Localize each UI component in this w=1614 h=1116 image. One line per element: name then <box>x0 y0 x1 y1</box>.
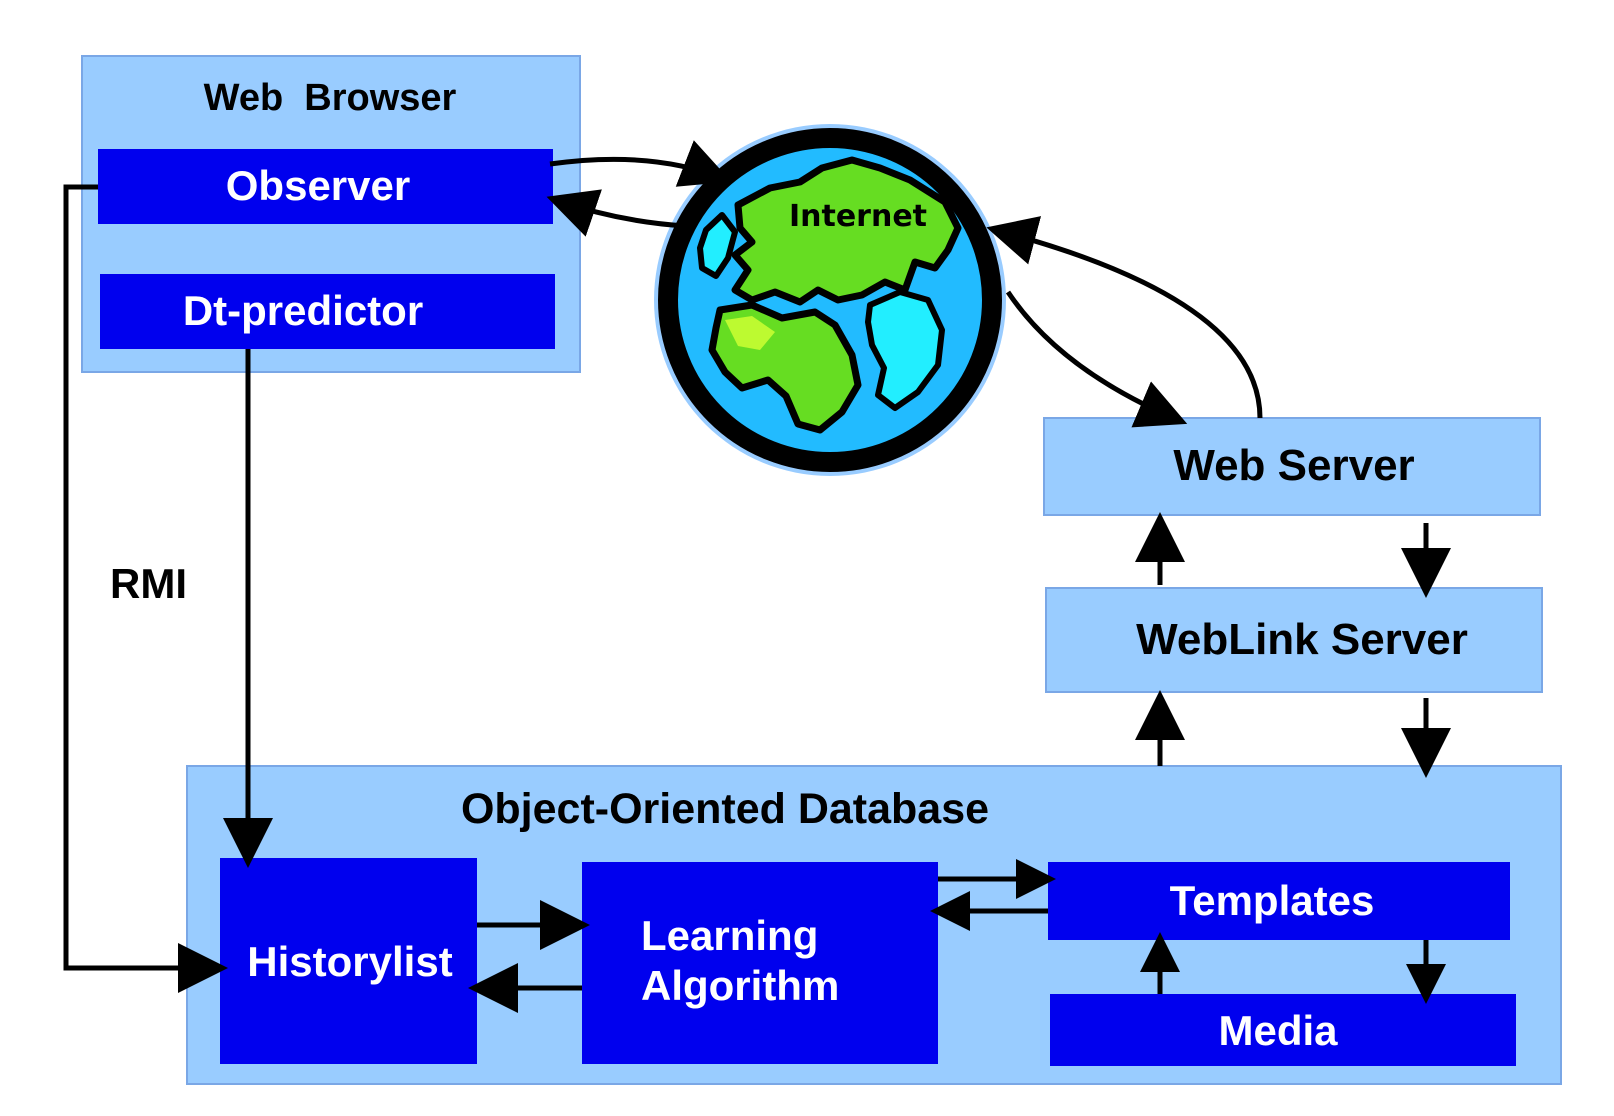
database-title: Object-Oriented Database <box>461 785 989 833</box>
learning-algorithm-box: Learning Algorithm <box>582 862 938 1064</box>
media-box: Media <box>1050 994 1516 1066</box>
observer-box: Observer <box>98 149 553 224</box>
dt-predictor-box: Dt-predictor <box>100 274 555 349</box>
web-server-box: Web Server <box>1043 417 1541 516</box>
globe-land-east <box>865 289 945 411</box>
web-browser-title: Web Browser <box>204 77 457 119</box>
web-server-label: Web Server <box>1173 441 1414 490</box>
dt-predictor-label: Dt-predictor <box>183 287 423 334</box>
media-label: Media <box>1218 1007 1338 1054</box>
internet-globe: Internet <box>654 124 1006 476</box>
historylist-label: Historylist <box>247 938 452 985</box>
learning-algorithm-label-line1: Learning <box>641 912 818 959</box>
arrow-internet-to-webserver <box>1005 290 1188 428</box>
database-panel: Object-Oriented Database Historylist Lea… <box>186 765 1562 1085</box>
arrow-internet-to-observer <box>546 189 687 237</box>
rmi-line-observer-to-historylist <box>63 184 228 993</box>
globe-land-west <box>697 212 738 279</box>
globe-land-north <box>731 156 962 306</box>
rmi-label: RMI <box>110 560 187 607</box>
weblink-server-label: WebLink Server <box>1136 615 1468 664</box>
arrow-webserver-to-internet <box>986 216 1263 419</box>
learning-algorithm-label-line2: Algorithm <box>641 962 839 1009</box>
historylist-box: Historylist <box>220 858 477 1064</box>
globe-highlight <box>725 316 775 350</box>
arrow-observer-to-internet <box>549 140 732 187</box>
templates-label: Templates <box>1170 877 1375 924</box>
connectors <box>63 140 1451 1013</box>
weblink-server-box: WebLink Server <box>1045 587 1543 693</box>
internet-label: Internet <box>789 199 927 234</box>
observer-label: Observer <box>226 162 410 209</box>
templates-box: Templates <box>1048 862 1510 940</box>
web-browser-panel: Web Browser Observer Dt-predictor <box>81 55 581 373</box>
